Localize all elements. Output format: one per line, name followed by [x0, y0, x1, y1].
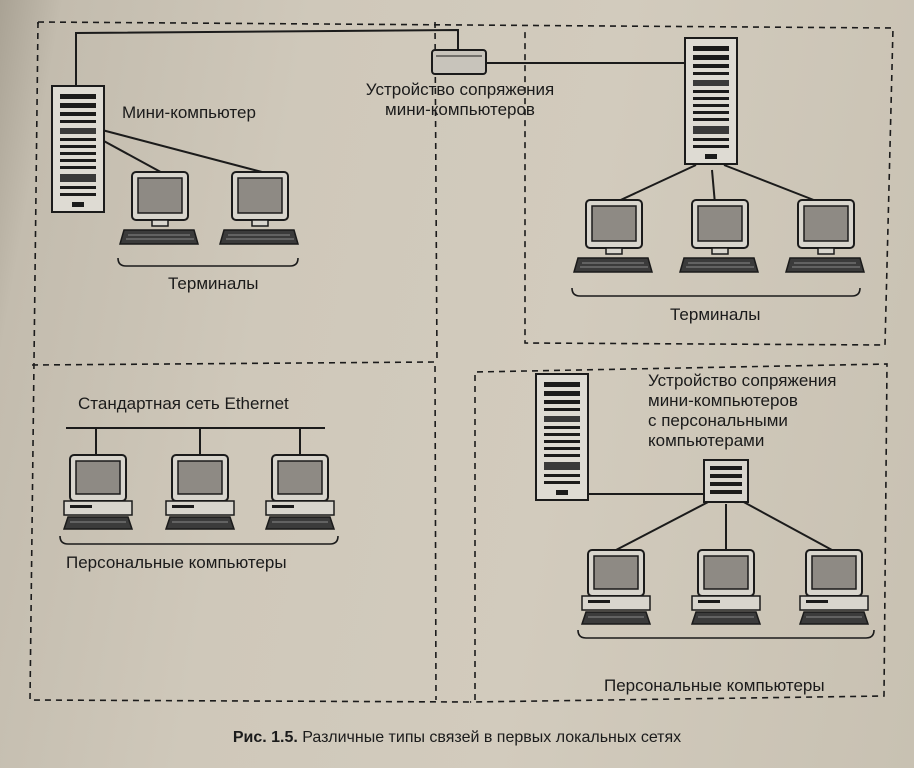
- bracket-terminals-left: [117, 257, 299, 267]
- pc-ethernet-3: [265, 454, 335, 530]
- label-pcs-right: Персональные компьютеры: [604, 676, 825, 695]
- minicomputer-bottom: [535, 373, 589, 501]
- minicomputer-left: [51, 85, 105, 213]
- bracket-pcs-left: [59, 535, 339, 545]
- label-coupler-pcs: Устройство сопряжения мини-компьютеров с…: [648, 371, 836, 451]
- region-divider: [31, 22, 437, 701]
- terminal-left-2: [219, 171, 299, 245]
- terminal-right-3: [785, 199, 865, 273]
- pc-ethernet-2: [165, 454, 235, 530]
- region-left-outline: [29, 21, 471, 703]
- region-pc-coupler-outline: [469, 363, 888, 703]
- pc-ethernet-1: [63, 454, 133, 530]
- label-pcs-left: Персональные компьютеры: [66, 553, 287, 572]
- minicomputer-right: [684, 37, 738, 165]
- terminal-right-2: [679, 199, 759, 273]
- label-terminals-left: Терминалы: [168, 274, 259, 293]
- caption-text: Различные типы связей в первых локальных…: [297, 729, 682, 746]
- label-coupler-pcs-line1: Устройство сопряжения: [648, 371, 837, 390]
- bracket-terminals-right: [571, 287, 861, 297]
- pc-coupler-2: [691, 549, 761, 625]
- terminal-left-1: [119, 171, 199, 245]
- caption-prefix: Рис. 1.5.: [232, 729, 298, 746]
- terminal-right-1: [573, 199, 653, 273]
- label-coupler-pcs-line4: компьютерами: [648, 431, 765, 450]
- figure-caption: Рис. 1.5. Различные типы связей в первых…: [0, 729, 914, 747]
- coupler-minis-device: [431, 49, 487, 75]
- pc-coupler-1: [581, 549, 651, 625]
- label-coupler-minis-line1: Устройство сопряжения: [365, 80, 555, 99]
- label-coupler-pcs-line2: мини-компьютеров: [648, 391, 798, 410]
- coupler-pcs-device: [703, 459, 749, 503]
- label-terminals-right: Терминалы: [670, 305, 761, 324]
- bracket-pcs-right: [577, 629, 875, 639]
- label-ethernet: Стандартная сеть Ethernet: [78, 394, 289, 413]
- pc-coupler-3: [799, 549, 869, 625]
- wire-left-mini-to-coupler: [75, 28, 459, 92]
- label-minicomputer: Мини-компьютер: [122, 103, 256, 122]
- label-coupler-minis-line2: мини-компьютеров: [385, 100, 535, 119]
- label-coupler-minis: Устройство сопряжения мини-компьютеров: [350, 80, 570, 120]
- label-coupler-pcs-line3: с персональными: [648, 411, 788, 430]
